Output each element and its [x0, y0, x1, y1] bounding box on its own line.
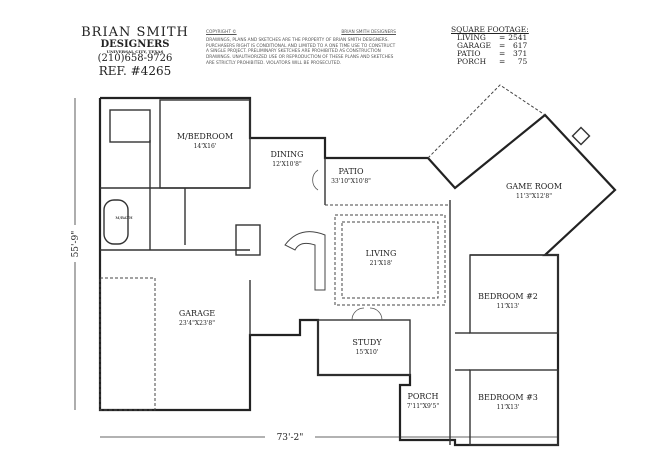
sqft-label: LIVING [457, 32, 486, 42]
room-size-bedroom-3: 11'X13' [497, 404, 520, 411]
sqft-eq: = [499, 48, 506, 58]
sqft-label: PATIO [457, 48, 481, 58]
sqft-label: GARAGE [457, 40, 491, 50]
room-label-master-bath: M/BATH [115, 215, 133, 220]
copyright-owner: BRIAN SMITH DESIGNERS [341, 30, 396, 35]
room-size-study: 15'X10' [356, 349, 379, 356]
sqft-row-garage: GARAGE = 617 [451, 40, 529, 50]
room-label-garage: GARAGE [179, 309, 215, 318]
copyright-label: COPYRIGHT © [206, 30, 237, 35]
company-phone: (210)658-9726 [97, 53, 173, 65]
door-swings [312, 169, 383, 321]
dimension-width: 73'-2" [277, 433, 304, 443]
copyright-notice: COPYRIGHT © BRIAN SMITH DESIGNERS DRAWING… [206, 30, 396, 67]
sqft-value: 371 [512, 48, 528, 58]
dashed-lines [99, 84, 546, 411]
sqft-eq: = [499, 32, 506, 42]
sqft-row-porch: PORCH = 75 [451, 56, 529, 66]
room-size-master-bedroom: 14'X16' [194, 143, 217, 150]
room-size-bedroom-2: 11'X13' [497, 303, 520, 310]
sqft-eq: = [499, 40, 506, 50]
room-size-patio: 33'10"X10'8" [331, 178, 371, 185]
sqft-value: 75 [517, 56, 528, 66]
square-footage-title: SQUARE FOOTAGE: [451, 25, 529, 34]
interior-walls [100, 99, 591, 446]
room-label-dining: DINING [270, 150, 303, 159]
room-size-garage: 23'4"X23'8" [179, 320, 215, 327]
room-size-living: 21'X18' [370, 260, 393, 267]
square-footage-table: SQUARE FOOTAGE: LIVING=2541 GARAGE=617 P… [451, 26, 529, 65]
sqft-row-living: LIVING =2541 [451, 32, 529, 42]
room-size-game-room: 11'3"X12'8" [516, 193, 552, 200]
sqft-row-patio: PATIO = 371 [451, 48, 529, 58]
room-label-bedroom-3: BEDROOM #3 [478, 393, 538, 402]
room-label-study: STUDY [352, 338, 382, 347]
kitchen-island [284, 231, 326, 291]
room-label-bedroom-2: BEDROOM #2 [478, 292, 538, 301]
room-label-master-bedroom: M/BEDROOM [177, 132, 233, 141]
company-location: UNIVERSAL CITY, TEXAS [106, 49, 164, 55]
company-name: BRIAN SMITH [81, 25, 189, 40]
sqft-value: 2541 [508, 32, 528, 42]
company-subtitle: DESIGNERS [100, 38, 170, 50]
exterior-walls [98, 96, 617, 447]
room-size-dining: 12'X10'8" [272, 161, 302, 168]
title-block: BRIAN SMITH DESIGNERS UNIVERSAL CITY, TE… [80, 26, 190, 77]
room-label-porch: PORCH [407, 392, 438, 401]
sqft-value: 617 [512, 40, 528, 50]
room-label-living: LIVING [366, 249, 397, 258]
dimension-lines [74, 98, 558, 438]
room-label-game-room: GAME ROOM [506, 182, 562, 191]
dimension-depth: 55'-9" [71, 231, 81, 258]
sqft-eq: = [499, 56, 506, 66]
room-size-porch: 7'11"X9'5" [407, 403, 439, 410]
sqft-label: PORCH [457, 56, 487, 66]
room-label-patio: PATIO [338, 167, 363, 176]
copyright-text: DRAWINGS, PLANS AND SKETCHES ARE THE PRO… [206, 37, 396, 66]
plan-reference: REF. #4265 [98, 63, 172, 78]
